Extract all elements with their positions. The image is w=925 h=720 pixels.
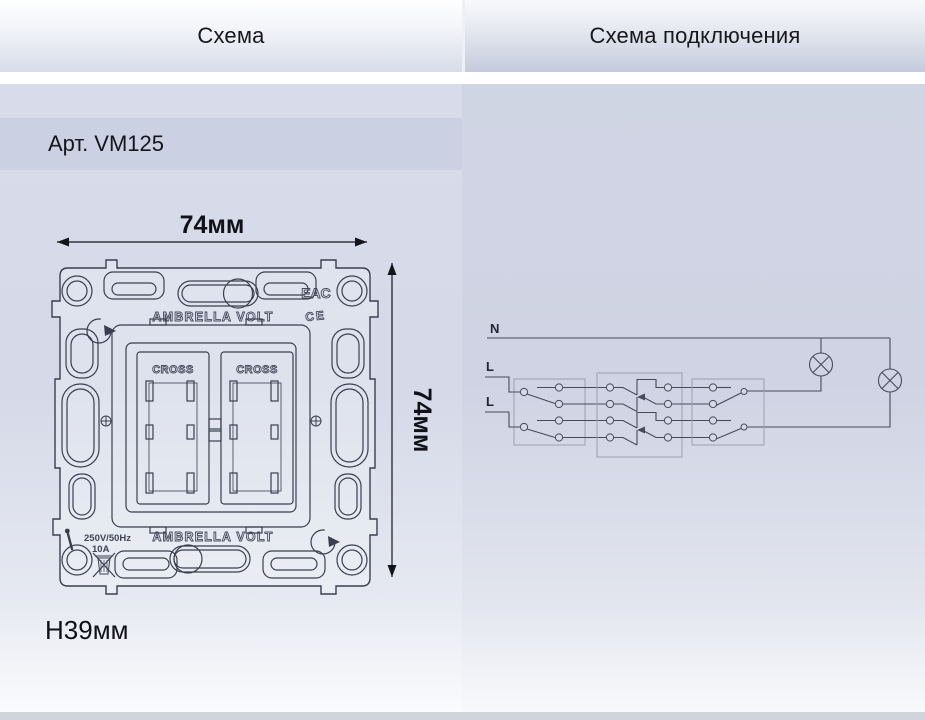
height-dimension: 74мм	[387, 263, 436, 577]
interconnect-wires-right	[672, 386, 709, 439]
header: Схема Схема подключения	[0, 0, 925, 72]
rating-current-label: 10A	[92, 544, 110, 555]
eac-mark: EAC	[301, 285, 331, 301]
cross-link-arrow-icon	[637, 393, 645, 401]
lamp2-return-wire	[747, 392, 891, 428]
side-cutouts-right	[330, 328, 369, 520]
depth-dimension-label: H39мм	[45, 615, 129, 645]
panel-scheme: Арт. VM125 H39мм	[0, 84, 462, 712]
switch-box-right	[691, 378, 765, 446]
neutral-wire	[487, 337, 891, 369]
rocker-left: CROSS	[136, 351, 210, 505]
arrow-right-icon	[355, 237, 367, 247]
switch-module: CROSS CROSS	[100, 318, 322, 534]
tab-scheme-label: Схема	[197, 23, 265, 48]
mounting-plate: EAC CE AMBRELLA VOLT CROSS	[51, 259, 379, 595]
top-oval-cutout	[177, 278, 259, 309]
lamp-icon	[808, 352, 834, 377]
rocker-right: CROSS	[220, 351, 294, 505]
brand-top-label: AMBRELLA VOLT	[152, 310, 273, 324]
crossed-bin-icon	[92, 552, 116, 578]
ce-mark: CE	[305, 308, 327, 324]
mechanism-drawing: 74мм 74мм	[51, 211, 436, 595]
tab-connection-scheme[interactable]: Схема подключения	[462, 0, 925, 72]
switch-box-left	[485, 376, 586, 446]
article-number: Арт. VM125	[48, 131, 164, 156]
match-icon	[64, 528, 74, 551]
arrow-down-icon	[387, 565, 397, 577]
header-divider-strip	[0, 72, 925, 84]
phase2-label: L	[486, 394, 494, 409]
width-dimension: 74мм	[57, 211, 367, 247]
cross-link-arrow-icon	[637, 426, 645, 434]
lamp-icon	[877, 368, 903, 393]
bottom-oval-cutout	[169, 544, 251, 574]
pivot-screws	[100, 415, 322, 427]
article-band: Арт. VM125	[0, 118, 462, 170]
tab-connection-scheme-label: Схема подключения	[589, 23, 801, 48]
bottom-bar	[0, 712, 925, 720]
wiring-diagram: N L L	[485, 321, 903, 458]
neutral-label: N	[490, 321, 499, 336]
side-cutouts-left	[61, 328, 100, 520]
width-dimension-label: 74мм	[180, 211, 245, 239]
rocker-right-label: CROSS	[236, 364, 278, 376]
phase1-label: L	[486, 359, 494, 374]
height-dimension-label: 74мм	[408, 388, 436, 453]
brand-bottom-label: AMBRELLA VOLT	[152, 530, 273, 544]
lamp1-return-wire	[747, 376, 822, 392]
bottom-claw-slots	[114, 550, 326, 579]
top-claw-slots	[103, 271, 317, 300]
interconnect-wires-left	[563, 386, 606, 439]
arrow-up-icon	[387, 263, 397, 275]
arrow-left-icon	[57, 237, 69, 247]
rocker-left-label: CROSS	[152, 364, 194, 376]
screw-holes	[61, 275, 368, 576]
rating-voltage-label: 250V/50Hz	[84, 533, 131, 544]
switch-box-middle	[596, 372, 683, 458]
tab-scheme[interactable]: Схема	[0, 0, 462, 72]
